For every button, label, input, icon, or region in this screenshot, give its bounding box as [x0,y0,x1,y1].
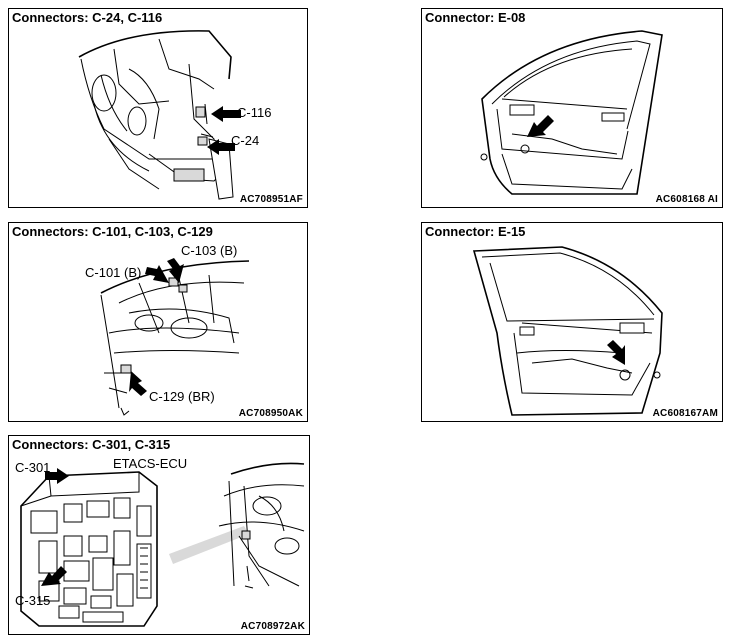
figure-code: AC608168 AI [655,194,718,205]
callout-etacs-ecu: ETACS-ECU [113,456,188,471]
diagram-panel-e08: Connector: E-08 AC608168 AI [421,8,723,208]
panel-title: Connectors: C-301, C-315 [12,437,171,452]
etacs-ecu-illustration [20,462,305,627]
dashboard-illustration [78,30,241,200]
diagram-panel-c101-c103-c129: Connectors: C-101, C-103, C-129 C-103 (B… [8,222,308,422]
rear-door-illustration [472,246,663,416]
panel-title: Connector: E-15 [425,224,526,239]
front-door-illustration [480,30,663,195]
diagram-panel-e15: Connector: E-15 AC608167AM [421,222,723,422]
callout-c129: C-129 (BR) [149,389,215,404]
callout-c116: C-116 [237,105,272,120]
panel-title: Connectors: C-101, C-103, C-129 [12,224,213,239]
panel-title: Connector: E-08 [425,10,526,25]
figure-code: AC708950AK [238,408,303,419]
callout-c301: C-301 [15,460,51,475]
figure-code: AC708951AF [239,194,303,205]
callout-c24: C-24 [231,133,260,148]
diagram-panel-c301-c315: Connectors: C-301, C-315 [8,435,310,635]
diagram-panel-c24-c116: Connectors: C-24, C-116 C-116 C-24 AC708… [8,8,308,208]
callout-c101: C-101 (B) [85,265,142,280]
figure-code: AC708972AK [240,621,305,632]
figure-code: AC608167AM [652,408,718,419]
callout-c315: C-315 [15,593,51,608]
callout-c103: C-103 (B) [181,243,238,258]
panel-title: Connectors: C-24, C-116 [12,10,163,25]
instrument-panel-illustration [100,258,250,416]
